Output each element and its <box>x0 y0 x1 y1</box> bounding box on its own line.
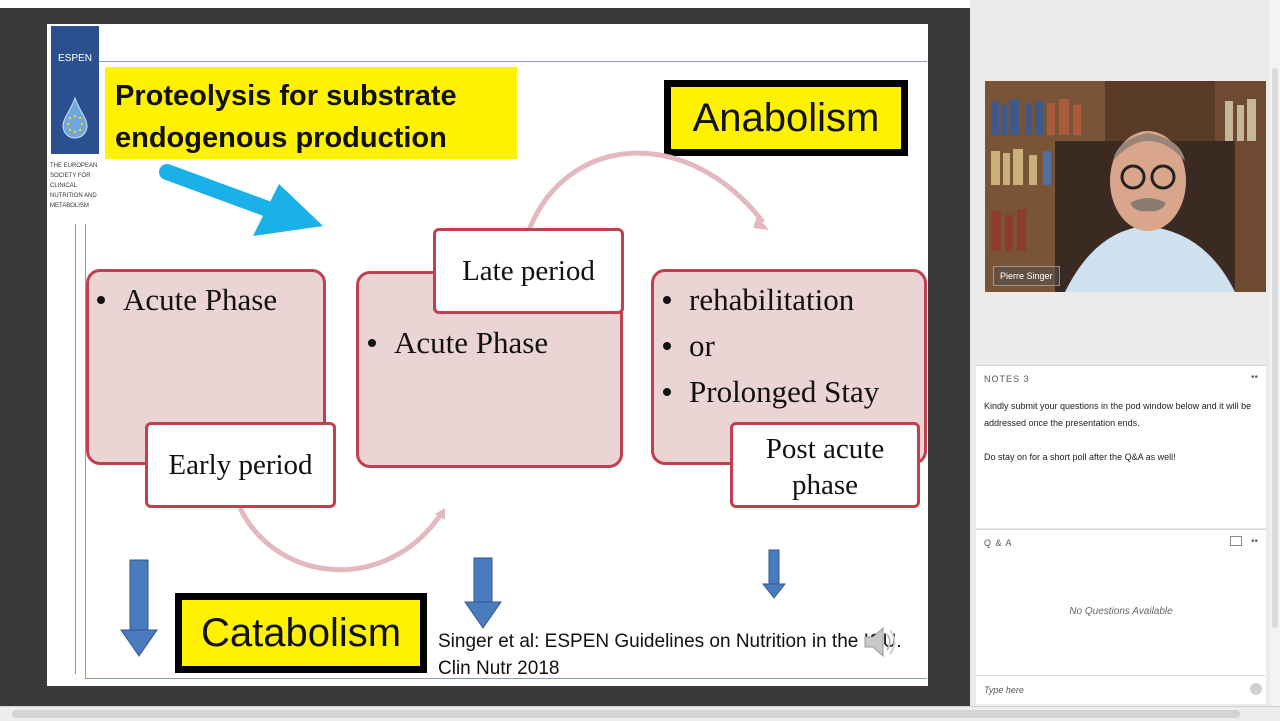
slide: ESPEN THE EUROPEAN SOCIETY FOR CLINICAL … <box>47 24 928 686</box>
send-icon[interactable] <box>1250 683 1262 695</box>
right-panel: Pierre Singer NOTES 3 •• Kindly submit y… <box>970 0 1280 706</box>
espen-logo-description: THE EUROPEAN SOCIETY FOR CLINICAL NUTRIT… <box>50 163 98 209</box>
citation: Singer et al: ESPEN Guidelines on Nutrit… <box>438 631 902 679</box>
notes-pod: NOTES 3 •• Kindly submit your questions … <box>976 365 1266 528</box>
qa-input-field[interactable]: Type here <box>976 675 1266 704</box>
slide-arrows <box>120 150 787 657</box>
anabolism-label: Anabolism <box>664 80 908 156</box>
espen-logo: ESPEN <box>51 26 99 154</box>
label-early-period: Early period <box>145 422 336 508</box>
qa-pod-title: Q & A <box>984 538 1013 548</box>
notes-pod-title: NOTES 3 <box>984 374 1030 384</box>
box3-bullet-3: Prolonged Stay <box>663 374 879 410</box>
slide-frame-left <box>75 224 76 674</box>
qa-empty-message: No Questions Available <box>1069 606 1173 617</box>
presentation-stage: ESPEN THE EUROPEAN SOCIETY FOR CLINICAL … <box>0 0 970 706</box>
expand-icon[interactable] <box>1230 536 1242 546</box>
pod-menu-icon[interactable]: •• <box>1250 372 1258 383</box>
cyan-arrow-icon <box>159 164 323 236</box>
slide-frame-bottom <box>85 678 927 679</box>
box3-bullet-2: or <box>663 328 715 364</box>
arc-top <box>526 150 765 231</box>
qa-input-placeholder: Type here <box>984 685 1024 695</box>
proteolysis-banner: Proteolysis for substrate endogenous pro… <box>105 67 517 159</box>
stage-top-bar <box>0 0 970 8</box>
label-late-period: Late period <box>433 228 624 314</box>
box2-bullet: Acute Phase <box>368 325 548 361</box>
slide-frame-left-inner <box>85 224 86 679</box>
catabolism-label: Catabolism <box>175 593 427 673</box>
down-arrow-icon-1 <box>120 559 158 657</box>
bottom-scrollbar[interactable] <box>0 706 1280 721</box>
box1-bullet: Acute Phase <box>97 282 277 318</box>
presenter-name: Pierre Singer <box>993 266 1060 286</box>
qa-menu-icon[interactable]: •• <box>1250 536 1258 547</box>
arc-top-head <box>753 216 769 230</box>
down-arrow-icon-2 <box>464 557 502 629</box>
presenter-video-frame <box>985 81 1266 292</box>
proteolysis-text: Proteolysis for substrate endogenous pro… <box>115 80 457 154</box>
down-arrow-icon-3 <box>761 549 787 599</box>
presenter-video[interactable]: Pierre Singer <box>985 81 1266 292</box>
right-scrollbar[interactable] <box>1270 0 1280 706</box>
espen-logo-name: ESPEN <box>58 53 92 64</box>
arc-bottom <box>237 506 444 572</box>
box3-bullet-1: rehabilitation <box>663 282 854 318</box>
label-post-acute-phase: Post acute phase <box>730 422 920 508</box>
catabolism-text: Catabolism <box>182 600 420 666</box>
notes-text: Kindly submit your questions in the pod … <box>984 401 1252 462</box>
slide-frame-top <box>97 61 927 62</box>
arc-bottom-head <box>435 508 445 520</box>
anabolism-text: Anabolism <box>671 87 901 149</box>
droplet-icon <box>62 96 88 139</box>
qa-pod: Q & A •• No Questions Available Type her… <box>976 529 1266 704</box>
bottom-scrollbar-thumb[interactable] <box>12 710 1240 718</box>
speaker-icon[interactable] <box>859 622 899 662</box>
right-scrollbar-thumb[interactable] <box>1272 68 1278 628</box>
